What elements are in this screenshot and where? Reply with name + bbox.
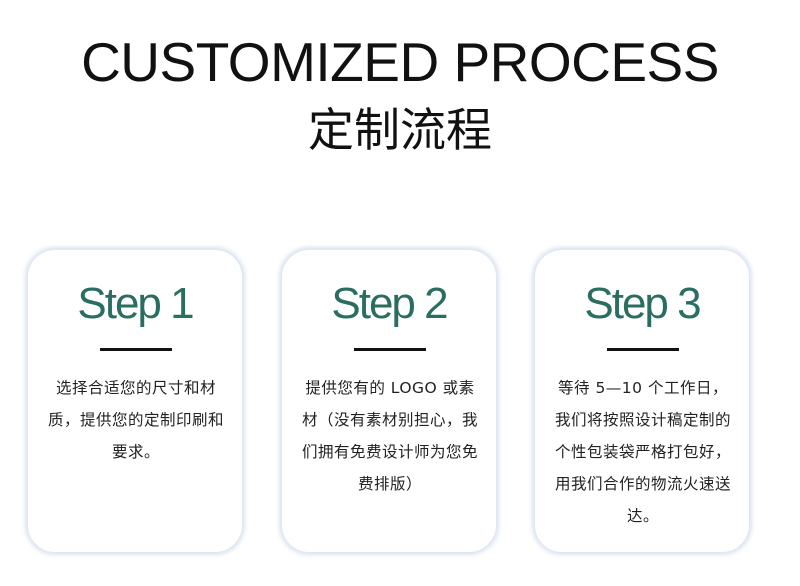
page-title-english: CUSTOMIZED PROCESS <box>81 31 719 93</box>
step-card-1: Step 1 选择合适您的尺寸和材质，提供您的定制印刷和要求。 <box>27 249 243 553</box>
step-card-2: Step 2 提供您有的 LOGO 或素材（没有素材别担心，我们拥有免费设计师为… <box>281 249 497 553</box>
step-title: Step 1 <box>77 279 194 328</box>
step-card-3: Step 3 等待 5—10 个工作日，我们将按照设计稿定制的个性包装袋严格打包… <box>534 249 750 553</box>
step-description: 等待 5—10 个工作日，我们将按照设计稿定制的个性包装袋严格打包好，用我们合作… <box>554 379 731 525</box>
step-divider <box>354 348 426 351</box>
step-title: Step 3 <box>584 279 701 328</box>
step-description: 选择合适您的尺寸和材质，提供您的定制印刷和要求。 <box>47 379 224 461</box>
step-title: Step 2 <box>331 279 448 328</box>
step-description: 提供您有的 LOGO 或素材（没有素材别担心，我们拥有免费设计师为您免费排版） <box>301 379 478 493</box>
step-divider <box>607 348 679 351</box>
page-title-chinese: 定制流程 <box>308 103 492 157</box>
step-divider <box>100 348 172 351</box>
